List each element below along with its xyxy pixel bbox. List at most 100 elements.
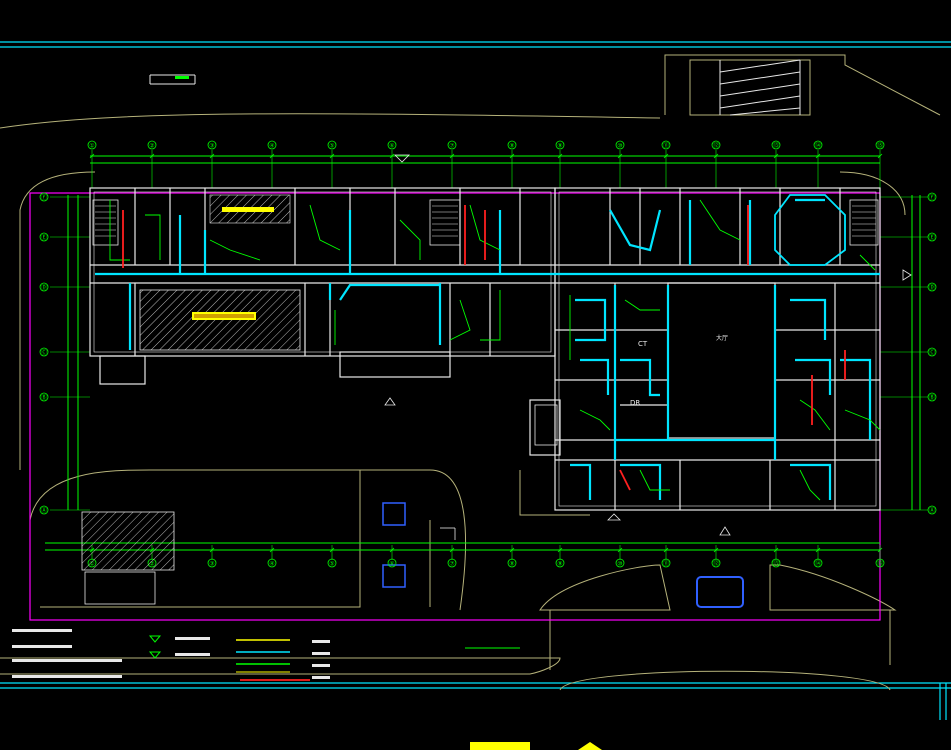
grid-bubble-row-label: Ⓑ [929,394,935,402]
dimension-tick [89,153,95,159]
grid-bubble-col [327,140,337,150]
grid-bubble-col [207,558,217,568]
grid-bubble-col-label: ① [89,143,94,150]
grid-bubble-col-label: ③ [209,561,214,568]
grid-bubble-col [555,558,565,568]
grid-bubble-row [927,192,937,202]
grid-bubble-col [147,140,157,150]
dimension-tick-bottom [269,547,275,553]
grid-bubble-col [615,558,625,568]
dimension-tick [713,153,719,159]
grid-bubble-row [927,282,937,292]
bottom-dimension-line [45,542,880,551]
dimension-tick [329,153,335,159]
grid-bubble-col-label: ⑤ [329,143,334,150]
grid-bubble-col-label: ⑦ [449,143,454,150]
grid-bubble-col-label: ④ [269,561,274,568]
grid-bubble-col-label: ⑪ [663,560,669,568]
dimension-tick-bottom [773,547,779,553]
grid-bubble-col [875,558,885,568]
dimension-tick-bottom [557,547,563,553]
grid-bubble-row [39,192,49,202]
grid-bubble-col [507,558,517,568]
grid-bubble-col [207,140,217,150]
grid-bubble-col-label: ⑫ [713,560,719,568]
grid-bubble-row [927,392,937,402]
grid-bubble-row [39,347,49,357]
grid-bubble-col [661,558,671,568]
dimension-tick-bottom [449,547,455,553]
grid-bubble-col-label: ⑮ [877,560,883,568]
top-right-stair-block [664,54,941,116]
dimension-tick [209,153,215,159]
grid-bubble-row-label: Ⓔ [929,234,935,242]
right-dimension-line [911,195,921,510]
dimension-tick [269,153,275,159]
dimension-tick-bottom [713,547,719,553]
site-outline [0,113,906,691]
dimension-tick-bottom [389,547,395,553]
dimension-tick [557,153,563,159]
dimension-tick-bottom [509,547,515,553]
hatched-ramp-bottom-left [81,511,175,571]
grid-bubble-col-label: ⑪ [663,142,669,150]
grid-bubble-col-label: ⑧ [509,143,514,150]
left-dimension-line [67,195,79,510]
grid-bubble-col-label: ⑮ [877,142,883,150]
grid-bubble-row-label: Ⓐ [41,507,47,515]
grid-bubble-col-label: ⑭ [815,142,821,150]
dimension-tick-bottom [663,547,669,553]
grid-bubble-col [267,140,277,150]
grid-bubble-col [615,140,625,150]
bottom-border-lines [0,682,951,720]
dimension-tick [509,153,515,159]
grid-bubble-col-label: ② [149,143,154,150]
grid-bubble-row-label: Ⓕ [929,194,935,202]
stair-bottom-left [84,571,156,605]
grid-bubble-col-label: ⑤ [329,561,334,568]
grid-bubble-row-label: Ⓑ [41,394,47,402]
grid-bubble-row [39,232,49,242]
room-label-dr: DR [630,399,640,407]
grid-bubble-col-label: ⑦ [449,561,454,568]
grid-bubble-col [447,140,457,150]
grid-bubble-row-label: Ⓓ [41,284,47,292]
dimension-tick-bottom [209,547,215,553]
dimension-tick [663,153,669,159]
cable-trays [95,198,880,500]
grid-bubble-row-label: Ⓔ [41,234,47,242]
grid-bubble-col [771,140,781,150]
grid-bubble-row [39,392,49,402]
grid-bubble-col-label: ③ [209,143,214,150]
grid-bubble-col [875,140,885,150]
grid-bubble-col-label: ⑬ [773,142,779,150]
top-border-lines [0,41,951,48]
grid-bubble-col-label: ⑩ [617,143,622,150]
grid-bubble-col-label: ⑬ [773,560,779,568]
dimension-tick-bottom [815,547,821,553]
dimension-tick [877,153,883,159]
grid-bubble-row [927,505,937,515]
grid-bubble-col-label: ⑫ [713,142,719,150]
grid-axes: ①①②②③③④④⑤⑤⑥⑥⑦⑦⑧⑧⑨⑨⑩⑩⑪⑪⑫⑫⑬⑬⑭⑭⑮⑮ⒻⒻⒺⒺⒹⒹⒸⒸⒷⒷ… [39,140,937,568]
grid-bubble-col [87,140,97,150]
grid-bubble-col [267,558,277,568]
grid-bubble-col [447,558,457,568]
dimension-tick-bottom [329,547,335,553]
room-label-ct: CT [638,340,648,348]
dimension-tick [449,153,455,159]
grid-bubble-col [711,140,721,150]
dimension-tick [149,153,155,159]
grid-bubble-row-label: Ⓒ [929,349,935,357]
grid-bubble-row-label: Ⓕ [41,194,47,202]
grid-bubble-col-label: ⑨ [557,561,562,568]
equipment-highlights [192,207,602,750]
grid-bubble-row [39,505,49,515]
grid-bubble-row-label: Ⓒ [41,349,47,357]
grid-bubble-row-label: Ⓓ [929,284,935,292]
grid-bubble-col [711,558,721,568]
grid-bubble-col [507,140,517,150]
grid-bubble-col [387,558,397,568]
